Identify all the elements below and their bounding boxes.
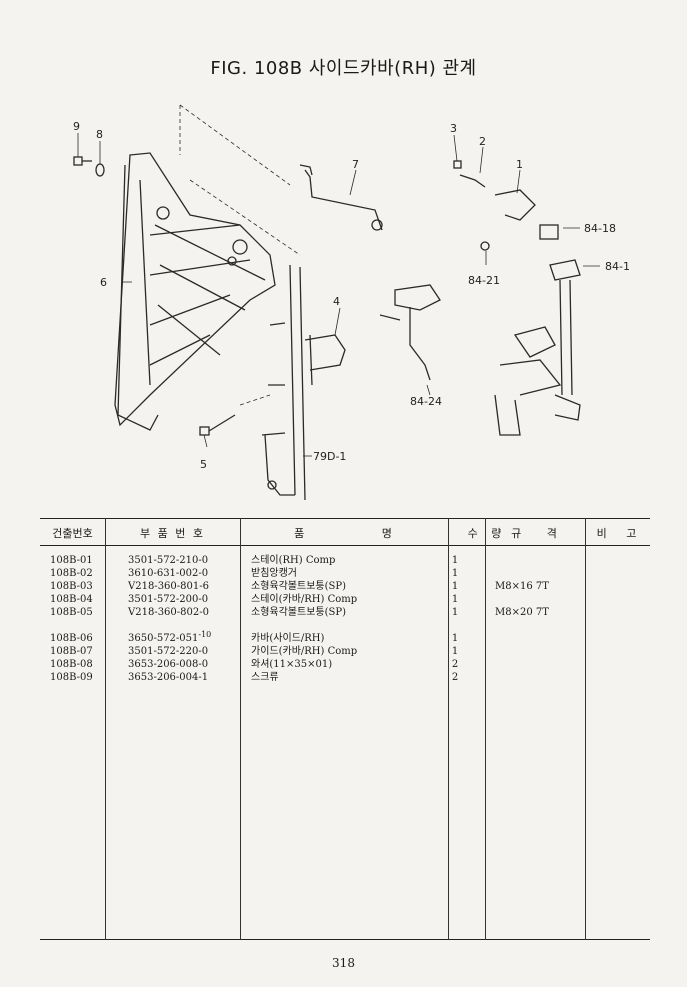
cell-desc: 받침앙캥거 <box>251 568 297 579</box>
table-row: 108B-09 3653-206-004-1 스크류 2 <box>40 671 650 684</box>
table-header-rule <box>40 545 650 546</box>
bolt-and-washer-drawing <box>73 156 105 177</box>
part-number: 3501-572-200-0 <box>128 594 209 605</box>
column-divider <box>585 518 586 940</box>
callout-4: 4 <box>333 295 340 308</box>
callout-84-1: 84-1 <box>605 260 630 273</box>
table-row: 108B-07 3501-572-220-0 가이드(카바/RH) Comp 1 <box>40 645 650 658</box>
cell-no: 108B-04 <box>50 594 93 605</box>
bracket-assembly-drawing <box>453 160 581 436</box>
part-number: 3650-572-051 <box>128 633 199 644</box>
cell-part: V218-360-802-0 <box>128 606 240 619</box>
table-header: 건출번호 부 품 번 호 품 명 수 량 규 격 비 고 <box>40 518 650 545</box>
callout-3: 3 <box>450 122 457 135</box>
cell-desc: 소형육각볼트보퉁(SP) <box>251 607 346 618</box>
part-number: V218-360-801-6 <box>128 581 209 592</box>
column-divider <box>105 518 106 940</box>
figure-title: FIG. 108B 사이드카바(RH) 관계 <box>210 58 477 79</box>
cell-spec: M8×20 7T <box>495 607 549 618</box>
cell-no: 108B-08 <box>50 659 93 670</box>
column-divider <box>240 518 241 940</box>
guide-bracket-drawing <box>261 264 306 501</box>
cell-part: 3501-572-220-0 <box>128 645 240 658</box>
exploded-parts-diagram: 9 8 6 7 4 5 79D-1 3 2 1 84-18 84-1 84-21… <box>0 95 687 515</box>
callout-1: 1 <box>516 158 523 171</box>
header-no: 건출번호 <box>52 527 93 540</box>
cell-part: 3653-206-008-0 <box>128 658 240 671</box>
cell-no: 108B-02 <box>50 568 93 579</box>
part-number: 3653-206-004-1 <box>128 672 209 683</box>
cell-desc: 카바(사이드/RH) <box>251 633 325 644</box>
side-cover-drawing <box>114 152 276 431</box>
cell-no: 108B-09 <box>50 672 93 683</box>
callout-5: 5 <box>200 458 207 471</box>
cell-part: 3650-572-051-10 <box>128 630 240 645</box>
callout-6: 6 <box>100 276 107 289</box>
cell-part: 3610-631-002-0 <box>128 567 240 580</box>
part-number: 3610-631-002-0 <box>128 568 209 579</box>
table-top-rule <box>40 518 650 519</box>
callout-2: 2 <box>479 135 486 148</box>
part-number-suffix: -10 <box>198 630 212 639</box>
table-row: 108B-05 V218-360-802-0 소형육각볼트보퉁(SP) 1 M8… <box>40 606 650 619</box>
cell-qty: 1 <box>451 646 459 657</box>
callout-84-18: 84-18 <box>584 222 616 235</box>
cell-desc: 가이드(카바/RH) Comp <box>251 646 358 657</box>
callout-7: 7 <box>352 158 359 171</box>
part-number: 3653-206-008-0 <box>128 659 209 670</box>
cell-qty: 1 <box>451 607 459 618</box>
cell-part: 3501-572-210-0 <box>128 554 240 567</box>
cell-qty: 2 <box>451 659 459 670</box>
cell-no: 108B-06 <box>50 633 93 644</box>
callout-8: 8 <box>96 128 103 141</box>
cell-qty: 2 <box>451 672 459 683</box>
cell-qty: 1 <box>451 633 459 644</box>
cell-qty: 1 <box>451 555 459 566</box>
column-divider <box>448 518 449 940</box>
callout-79d-1: 79D-1 <box>313 450 346 463</box>
cell-desc: 스테이(카바/RH) Comp <box>251 594 358 605</box>
cell-no: 108B-03 <box>50 581 93 592</box>
parts-table: 건출번호 부 품 번 호 품 명 수 량 규 격 비 고 108B-01 350… <box>40 518 650 940</box>
header-description: 품 명 <box>294 527 394 540</box>
stay-rod-drawing <box>299 164 383 231</box>
part-number: 3501-572-220-0 <box>128 646 209 657</box>
cell-qty: 1 <box>451 568 459 579</box>
table-row: 108B-03 V218-360-801-6 소형육각볼트보퉁(SP) 1 M8… <box>40 580 650 593</box>
cell-part: 3653-206-004-1 <box>128 671 240 684</box>
cell-spec: M8×16 7T <box>495 581 549 592</box>
cell-desc: 스테이(RH) Comp <box>251 555 336 566</box>
table-row: 108B-08 3653-206-008-0 와셔(11×35×01) 2 <box>40 658 650 671</box>
table-row: 108B-04 3501-572-200-0 스테이(카바/RH) Comp 1 <box>40 593 650 606</box>
header-spec: 규 격 <box>511 527 559 540</box>
cell-desc: 와셔(11×35×01) <box>251 659 333 670</box>
header-quantity: 수 량 <box>467 527 504 540</box>
table-row: 108B-02 3610-631-002-0 받침앙캥거 1 <box>40 567 650 580</box>
part-number: 3501-572-210-0 <box>128 555 209 566</box>
column-divider <box>485 518 486 940</box>
page-number: 318 <box>332 956 355 970</box>
part-number: V218-360-802-0 <box>128 607 209 618</box>
callout-9: 9 <box>73 120 80 133</box>
table-row: 108B-01 3501-572-210-0 스테이(RH) Comp 1 <box>40 554 650 567</box>
cell-no: 108B-05 <box>50 607 93 618</box>
cell-no: 108B-07 <box>50 646 93 657</box>
stay-comp-drawing <box>304 334 346 386</box>
callout-84-24: 84-24 <box>410 395 442 408</box>
table-row: 108B-06 3650-572-051-10 카바(사이드/RH) 1 <box>40 630 650 645</box>
cell-qty: 1 <box>451 581 459 592</box>
cell-qty: 1 <box>451 594 459 605</box>
cell-desc: 스크류 <box>251 672 279 683</box>
cell-part: V218-360-801-6 <box>128 580 240 593</box>
hanger-drawing <box>379 284 441 381</box>
cell-part: 3501-572-200-0 <box>128 593 240 606</box>
cell-desc: 소형육각볼트보퉁(SP) <box>251 581 346 592</box>
header-part-number: 부 품 번 호 <box>140 527 205 540</box>
header-remarks: 비 고 <box>596 527 639 540</box>
callout-84-21: 84-21 <box>468 274 500 287</box>
cell-no: 108B-01 <box>50 555 93 566</box>
bolt-5-drawing <box>199 414 236 436</box>
table-bottom-rule <box>40 939 650 940</box>
